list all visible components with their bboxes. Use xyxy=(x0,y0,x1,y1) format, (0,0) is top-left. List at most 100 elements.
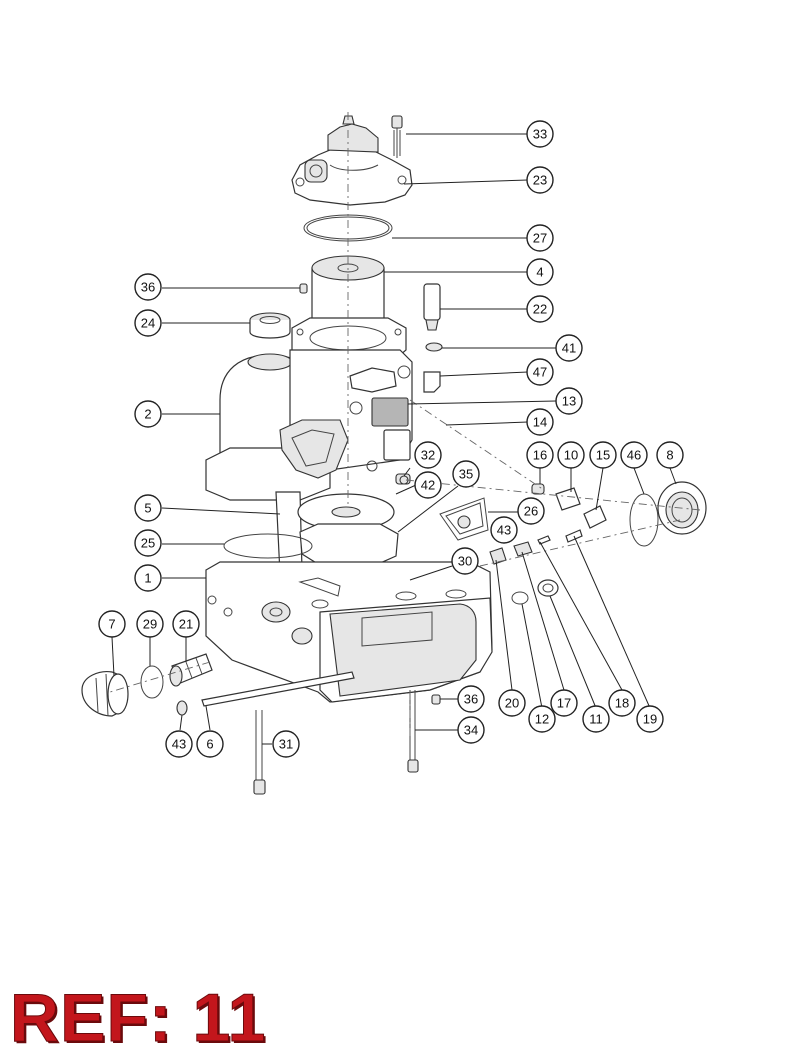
callout-24: 24 xyxy=(134,309,162,337)
part-22-sensor xyxy=(423,283,441,331)
part-36-screw-top xyxy=(299,283,308,294)
svg-text:42: 42 xyxy=(421,478,435,493)
callout-47: 47 xyxy=(526,358,554,386)
svg-text:15: 15 xyxy=(596,448,610,463)
svg-text:27: 27 xyxy=(533,231,547,246)
callout-10: 10 xyxy=(557,441,585,469)
callout-43-lower: 43 xyxy=(165,730,193,758)
svg-text:12: 12 xyxy=(535,712,549,727)
svg-text:5: 5 xyxy=(144,501,151,516)
svg-text:11: 11 xyxy=(589,712,603,727)
callout-16: 16 xyxy=(526,441,554,469)
callout-2: 2 xyxy=(134,400,162,428)
callout-20: 20 xyxy=(498,689,526,717)
part-23-top-cover xyxy=(291,115,413,206)
callout-4: 4 xyxy=(526,258,554,286)
svg-text:47: 47 xyxy=(533,365,547,380)
svg-text:1: 1 xyxy=(144,571,151,586)
callout-1: 1 xyxy=(134,564,162,592)
part-1-lower-body xyxy=(205,561,493,703)
svg-text:17: 17 xyxy=(557,696,571,711)
svg-text:4: 4 xyxy=(536,265,543,280)
callout-6: 6 xyxy=(196,730,224,758)
callout-29: 29 xyxy=(136,610,164,638)
callout-27: 27 xyxy=(526,224,554,252)
svg-text:32: 32 xyxy=(421,448,435,463)
svg-text:31: 31 xyxy=(279,737,293,752)
svg-text:13: 13 xyxy=(562,394,576,409)
callout-46: 46 xyxy=(620,441,648,469)
part-31-bolt xyxy=(253,710,266,795)
callout-36: 36 xyxy=(134,273,162,301)
callout-5: 5 xyxy=(134,494,162,522)
part-43-small-plug xyxy=(176,700,188,716)
svg-text:29: 29 xyxy=(143,617,157,632)
svg-text:43: 43 xyxy=(497,523,511,538)
callout-42: 42 xyxy=(414,471,442,499)
svg-text:41: 41 xyxy=(562,341,576,356)
part-34-bolt xyxy=(407,690,419,773)
svg-text:36: 36 xyxy=(141,280,155,295)
callout-11: 11 xyxy=(582,705,610,733)
callout-34: 34 xyxy=(457,716,485,744)
callout-19: 19 xyxy=(636,705,664,733)
svg-text:26: 26 xyxy=(524,504,538,519)
svg-text:16: 16 xyxy=(533,448,547,463)
callout-14: 14 xyxy=(526,408,554,436)
svg-text:36: 36 xyxy=(464,692,478,707)
callout-18: 18 xyxy=(608,689,636,717)
callout-7: 7 xyxy=(98,610,126,638)
part-25-gasket xyxy=(223,533,313,559)
callout-26: 26 xyxy=(517,497,545,525)
callout-32: 32 xyxy=(414,441,442,469)
svg-text:7: 7 xyxy=(108,617,115,632)
callout-13: 13 xyxy=(555,387,583,415)
callout-41: 41 xyxy=(555,334,583,362)
part-7-end-cap xyxy=(81,671,129,717)
callout-36-lower: 36 xyxy=(457,685,485,713)
svg-text:43: 43 xyxy=(172,737,186,752)
part-35-gasket-plate xyxy=(297,493,399,565)
part-29-o-ring xyxy=(140,665,164,699)
svg-text:25: 25 xyxy=(141,536,155,551)
svg-text:24: 24 xyxy=(141,316,155,331)
part-6-rod xyxy=(201,671,355,707)
svg-text:33: 33 xyxy=(533,127,547,142)
callout-35: 35 xyxy=(452,460,480,488)
svg-text:22: 22 xyxy=(533,302,547,317)
svg-text:34: 34 xyxy=(464,723,478,738)
callout-8: 8 xyxy=(656,441,684,469)
svg-text:21: 21 xyxy=(179,617,193,632)
callout-22: 22 xyxy=(526,295,554,323)
callout-21: 21 xyxy=(172,610,200,638)
svg-text:2: 2 xyxy=(144,407,151,422)
callout-25: 25 xyxy=(134,529,162,557)
callout-23: 23 xyxy=(526,166,554,194)
callout-31: 31 xyxy=(272,730,300,758)
leader-lines xyxy=(111,133,677,745)
part-33-screw xyxy=(391,115,403,158)
callouts: 33 23 27 4 36 22 24 41 47 13 2 14 16 10 … xyxy=(98,120,684,758)
part-47-elbow xyxy=(423,371,441,393)
part-26-triangle-gasket xyxy=(439,497,489,541)
svg-text:23: 23 xyxy=(533,173,547,188)
callout-43: 43 xyxy=(490,516,518,544)
assembly-axis-lines xyxy=(109,112,701,740)
svg-text:20: 20 xyxy=(505,696,519,711)
svg-text:35: 35 xyxy=(459,467,473,482)
svg-text:30: 30 xyxy=(458,554,472,569)
part-24-plug xyxy=(249,312,291,339)
svg-text:14: 14 xyxy=(533,415,547,430)
svg-text:8: 8 xyxy=(666,448,673,463)
callout-15: 15 xyxy=(589,441,617,469)
part-43-plug xyxy=(457,515,471,529)
part-21-cartridge xyxy=(169,653,213,687)
svg-text:6: 6 xyxy=(206,737,213,752)
callout-30: 30 xyxy=(451,547,479,575)
part-36-small-screw xyxy=(431,694,441,705)
part-2-upper-housing xyxy=(205,349,413,501)
part-41-washer xyxy=(425,342,443,352)
svg-text:46: 46 xyxy=(627,448,641,463)
callout-33: 33 xyxy=(526,120,554,148)
